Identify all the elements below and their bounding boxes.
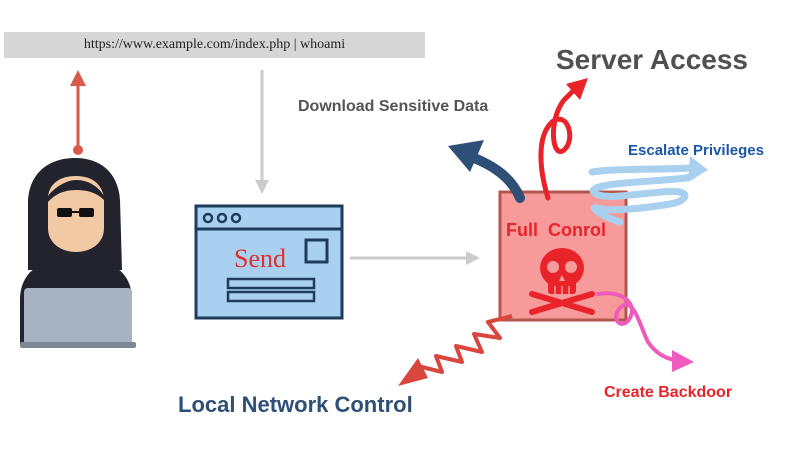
escalate-label: Escalate Privileges xyxy=(628,142,764,159)
local-network-arrow xyxy=(398,314,513,386)
server-access-label: Server Access xyxy=(556,44,749,75)
server-access-arrow xyxy=(538,78,588,201)
backdoor-arrow xyxy=(596,291,694,372)
window-to-server-arrow xyxy=(350,251,480,265)
full-control-label: Full Conrol xyxy=(506,220,606,240)
url-bar: https://www.example.com/index.php | whoa… xyxy=(4,32,425,58)
url-text: https://www.example.com/index.php | whoa… xyxy=(83,37,346,52)
skull-icon xyxy=(529,248,595,315)
local-network-label: Local Network Control xyxy=(178,392,413,417)
url-to-window-arrow xyxy=(255,70,269,194)
download-arrow xyxy=(448,140,525,203)
hacker-pointer-arrow xyxy=(70,70,86,155)
escalate-arrow xyxy=(588,156,708,226)
send-label: Send xyxy=(234,244,286,273)
backdoor-label: Create Backdoor xyxy=(604,384,733,401)
hacker-icon xyxy=(20,158,136,348)
download-label: Download Sensitive Data xyxy=(298,98,489,115)
browser-window-icon xyxy=(194,204,344,320)
